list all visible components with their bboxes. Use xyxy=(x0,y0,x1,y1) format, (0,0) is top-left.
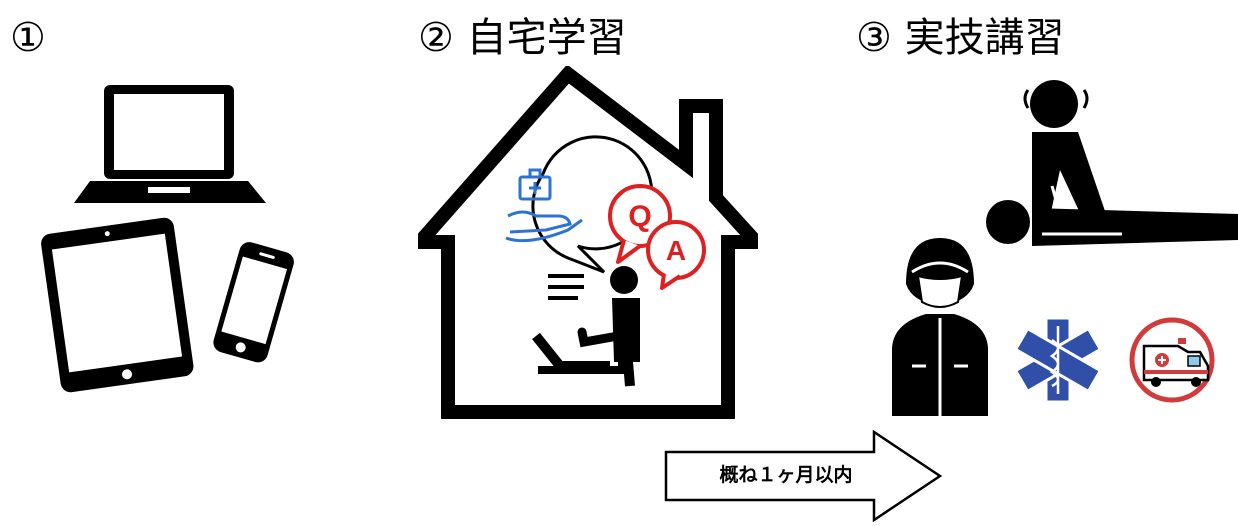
house-icon xyxy=(418,66,758,419)
qa-bubbles-icon: Q A xyxy=(608,184,706,290)
step-3-label: ③ 実技講習 xyxy=(856,15,1065,61)
tablet-icon xyxy=(41,217,194,393)
devices-illustration xyxy=(41,85,294,393)
cpr-icon xyxy=(986,80,1238,246)
ambulance-icon xyxy=(1129,317,1215,403)
practical-training-illustration xyxy=(892,80,1238,416)
star-of-life-icon xyxy=(1013,316,1103,404)
right-arrow-icon xyxy=(664,429,943,523)
step-1-label: ① xyxy=(10,15,46,61)
duration-label: 概ね１ヶ月以内 xyxy=(719,464,853,486)
smartphone-icon xyxy=(213,242,294,363)
qa-q-letter: Q xyxy=(628,200,651,233)
laptop-icon xyxy=(74,85,266,203)
qa-a-letter: A xyxy=(666,235,686,266)
studying-person-icon xyxy=(532,266,640,387)
home-study-illustration: Q A xyxy=(418,66,758,419)
paramedic-icon xyxy=(892,238,988,416)
duration-arrow: 概ね１ヶ月以内 xyxy=(664,429,944,523)
step-2-label: ② 自宅学習 xyxy=(418,15,627,61)
